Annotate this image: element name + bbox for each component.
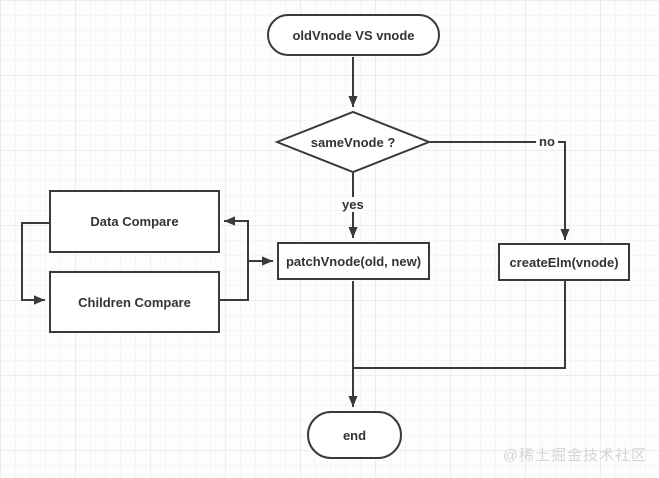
create-elm-node: createElm(vnode) (498, 243, 630, 281)
edge-decision-no-to-create (430, 141, 570, 240)
data-compare-node: Data Compare (49, 190, 220, 253)
decision-node: sameVnode ? (287, 129, 419, 156)
end-node: end (307, 411, 402, 459)
end-node-label: end (342, 427, 367, 443)
edge-children-to-data (220, 216, 249, 301)
patch-vnode-label: patchVnode(old, new) (285, 253, 422, 269)
children-compare-node: Children Compare (49, 271, 220, 333)
edge-create-to-join (353, 281, 566, 369)
patch-vnode-node: patchVnode(old, new) (277, 242, 430, 280)
decision-node-label: sameVnode ? (310, 135, 396, 150)
no-edge-label: no (536, 134, 558, 149)
start-node: oldVnode VS vnode (267, 14, 440, 56)
create-elm-label: createElm(vnode) (509, 254, 619, 270)
yes-edge-label: yes (339, 197, 367, 212)
children-compare-label: Children Compare (78, 294, 191, 310)
start-node-label: oldVnode VS vnode (292, 27, 415, 43)
watermark: @稀土掘金技术社区 (502, 447, 647, 464)
edge-data-to-children (21, 222, 49, 305)
decision-node-shape (274, 110, 432, 174)
data-compare-label: Data Compare (90, 214, 179, 229)
